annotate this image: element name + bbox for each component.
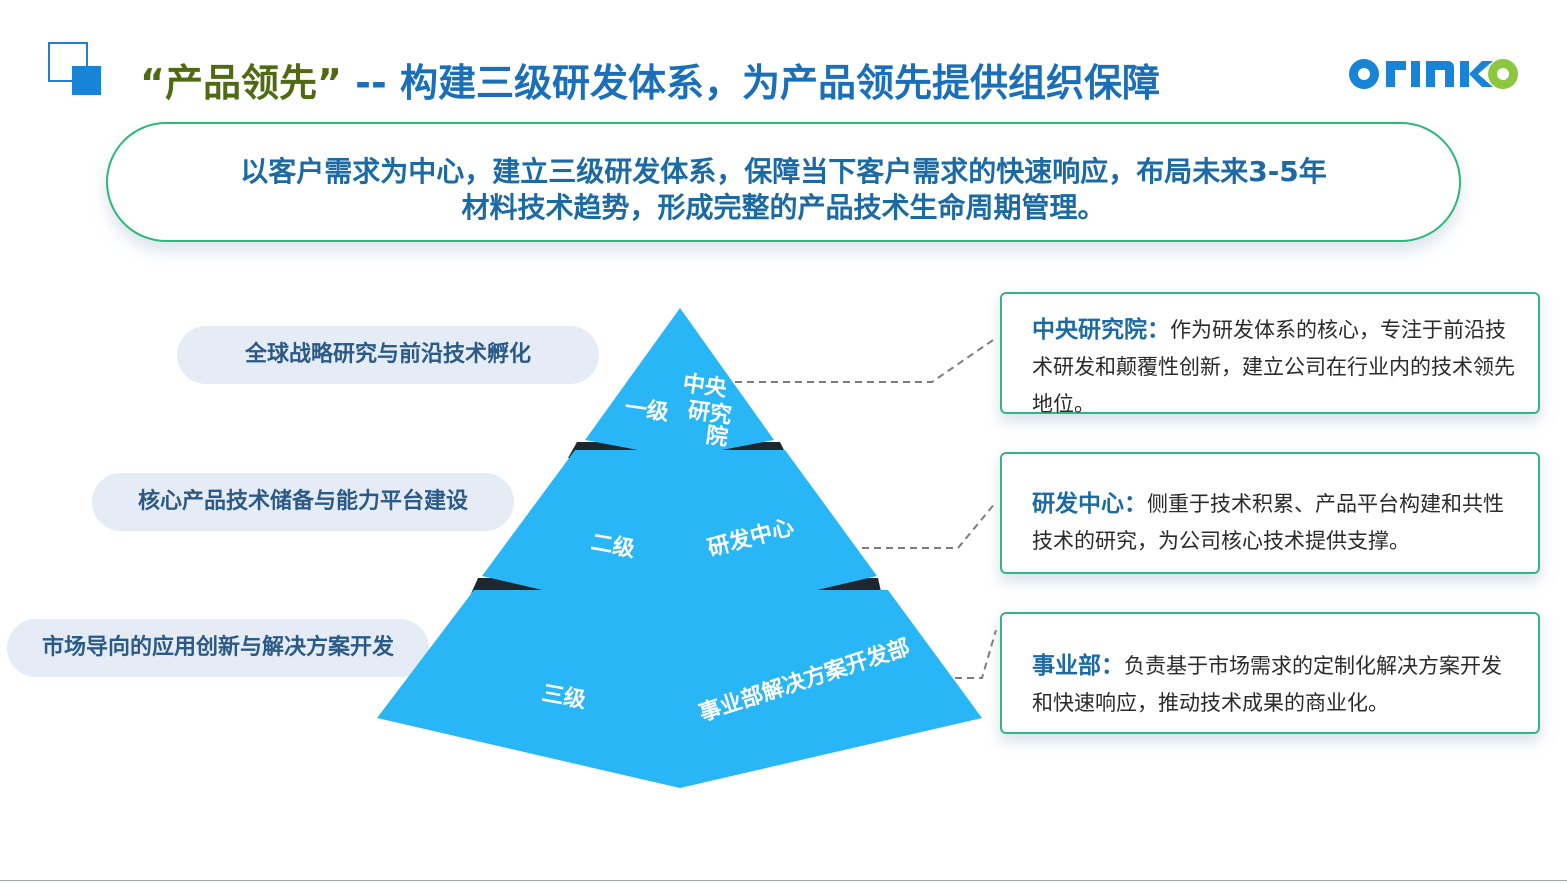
tier-1-level: 一级: [623, 394, 670, 426]
strategy-pill-1: 全球战略研究与前沿技术孵化: [177, 326, 599, 384]
banner-line-2: 材料技术趋势，形成完整的产品技术生命周期管理。: [461, 191, 1106, 224]
pyramid-tier-3: [377, 590, 982, 788]
page-title: “产品领先” -- 构建三级研发体系，为产品领先提供组织保障: [140, 52, 1160, 107]
title-quote: “产品领先”: [140, 61, 342, 105]
connector-1: [735, 337, 997, 383]
card-business-unit: 事业部：负责基于市场需求的定制化解决方案开发和快速响应，推动技术成果的商业化。: [1000, 612, 1540, 734]
tier-1-name-line-1: 中央: [681, 370, 729, 402]
strategy-pill-2: 核心产品技术储备与能力平台建设: [92, 473, 514, 531]
card-3-head: 事业部：: [1032, 653, 1124, 679]
pyramid-tier-2: [482, 450, 877, 622]
corner-squares-icon: [48, 42, 104, 98]
bottom-divider: [0, 880, 1567, 881]
card-1-body: 作为研发体系的核心，专注于前沿技术研发和颠覆性创新，建立公司在行业内的技术领先地…: [1032, 318, 1515, 416]
card-2-head: 研发中心：: [1032, 491, 1147, 517]
card-2-body: 侧重于技术积累、产品平台构建和共性技术的研究，为公司核心技术提供支撑。: [1032, 492, 1504, 553]
card-3-body: 负责基于市场需求的定制化解决方案开发和快速响应，推动技术成果的商业化。: [1032, 654, 1502, 715]
card-rd-center: 研发中心：侧重于技术积累、产品平台构建和共性技术的研究，为公司核心技术提供支撑。: [1000, 452, 1540, 574]
outline-square-icon: [48, 42, 88, 82]
tier-1-name-line-3: 院: [704, 422, 729, 451]
strategy-pill-3: 市场导向的应用创新与解决方案开发: [7, 619, 429, 677]
title-main: -- 构建三级研发体系，为产品领先提供组织保障: [341, 61, 1160, 105]
tier-1-name-line-2: 研究: [686, 397, 733, 429]
orinko-logo: [1349, 59, 1518, 89]
card-1-head: 中央研究院：: [1032, 317, 1170, 343]
connector-2: [862, 501, 997, 549]
filled-square-icon: [72, 66, 101, 95]
connector-3: [955, 629, 997, 679]
card-central-research: 中央研究院：作为研发体系的核心，专注于前沿技术研发和颠覆性创新，建立公司在行业内…: [1000, 292, 1540, 416]
summary-banner: 以客户需求为中心，建立三级研发体系，保障当下客户需求的快速响应，布局未来3-5年…: [106, 122, 1461, 242]
banner-line-1: 以客户需求为中心，建立三级研发体系，保障当下客户需求的快速响应，布局未来3-5年: [240, 155, 1327, 188]
pyramid-tier-1: [585, 308, 774, 458]
